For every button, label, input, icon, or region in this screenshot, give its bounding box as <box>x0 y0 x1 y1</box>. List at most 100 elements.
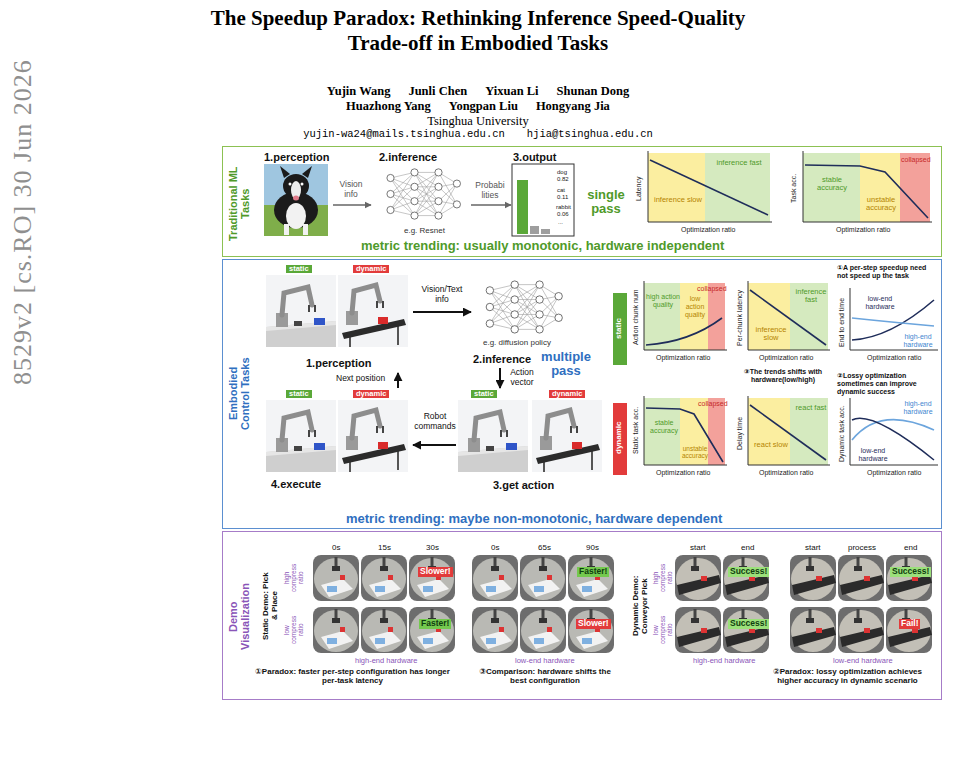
chunk-chart-text: Optimization ratio <box>656 354 710 362</box>
demo-frames <box>790 555 836 601</box>
chunk-chart-text: Action chunk num <box>632 286 640 349</box>
demo-grid-text: Success! <box>728 619 769 629</box>
action-panel-text: static <box>471 390 497 398</box>
chunk-chart-text: high action quality <box>646 293 680 309</box>
dog-photo <box>274 192 318 228</box>
author-name: Yongpan Liu <box>449 99 518 113</box>
chart-graphics <box>708 283 725 350</box>
demo-frames <box>409 555 455 601</box>
demo-grid-text: Slower! <box>576 619 611 629</box>
chart-graphics <box>750 405 826 460</box>
dynamic-acc-chart-text: high-end hardware <box>899 400 937 416</box>
affiliation: Tsinghua University <box>200 114 756 128</box>
time-chart-text: ①A per-step speedup need not speed up th… <box>837 264 939 280</box>
chart-graphics <box>900 153 930 222</box>
chart-graphics <box>790 283 828 350</box>
dog-photo <box>284 224 289 235</box>
demo-band-text: Demo Visualization <box>227 579 252 654</box>
robot-scenes <box>532 400 602 472</box>
chart-graphics <box>644 151 938 465</box>
time-chart-text: End to end time <box>838 293 846 351</box>
demo-grid-text: 90s <box>586 544 599 553</box>
demo-title-text: Static Demo: Pick & Place <box>262 571 280 641</box>
demo-grid: 0s15s30sSlower!Faster!high-end hardware <box>306 541 466 666</box>
flow-arrow <box>499 368 501 388</box>
latency-chart-text: Latency <box>635 161 643 216</box>
demo-frames <box>361 607 407 653</box>
probability-bars <box>541 229 550 234</box>
latency-chart-text: inference slow <box>653 196 703 204</box>
demo-grid-text: 15s <box>378 544 391 553</box>
edge-label: Vision/Text info <box>416 285 468 304</box>
author-name: Shunan Dong <box>557 84 630 98</box>
chunk-chart-text: low action quality <box>682 295 708 318</box>
demo-frames <box>675 555 721 601</box>
compress-label: low compress ratio <box>284 613 304 647</box>
ml-band-text: metric trending: usually monotonic, hard… <box>361 239 724 254</box>
robot-scenes <box>338 275 408 347</box>
email: hjia@tsinghua.edu.cn <box>527 129 653 141</box>
demo-frames <box>838 607 884 653</box>
author-name: Junli Chen <box>408 84 467 98</box>
demo-grid-text: start <box>690 544 706 553</box>
demo-grid-text: 65s <box>538 544 551 553</box>
chart-graphics <box>803 153 860 222</box>
demo-grid-text: start <box>805 544 821 553</box>
demo-frames <box>313 555 359 601</box>
chunk-chart: Action chunk num high action qualitylow a… <box>629 281 729 367</box>
probability-bars <box>517 180 528 234</box>
demo-grid-text: end <box>741 544 754 553</box>
demo-frames <box>790 607 836 653</box>
ml-band-text: Traditional ML Tasks <box>227 166 252 241</box>
demo-frames <box>675 607 721 653</box>
demo-grid-text: Faster! <box>577 567 609 577</box>
accuracy-chart-text: Optimization ratio <box>836 226 890 234</box>
pass-note: multiple pass <box>538 350 594 377</box>
chart-graphics <box>748 281 830 350</box>
demo-grid-text: 30s <box>426 544 439 553</box>
accuracy-chart-text: collapsed <box>901 156 931 164</box>
demo-title: Dynamic Demo: Conveyor Pick <box>631 561 651 651</box>
output-bars-text: 3.output <box>513 151 556 163</box>
execute-panel-text: 4.execute <box>271 478 321 490</box>
edge-label: Next position <box>336 374 385 384</box>
chart-graphics <box>708 398 725 465</box>
output-bars-text: ... <box>558 219 563 225</box>
demo-grid: startprocessendSuccess!Fail!low-end hard… <box>786 541 938 666</box>
network-icon <box>387 169 461 219</box>
chart-graphics <box>644 396 727 465</box>
delay-chart: Delay timereact slowreact fastOptimizati… <box>733 396 831 482</box>
action-panel: staticdynamic3.get action <box>456 388 606 501</box>
chart-graphics <box>805 165 928 218</box>
accuracy-chart-text: Task acc. <box>790 161 798 216</box>
demo-grid-text: Slower! <box>418 567 453 577</box>
edge-label: Robot commands <box>414 412 456 431</box>
chart-graphics <box>852 420 934 440</box>
edge-label: Action vector <box>505 368 539 387</box>
robot-scenes <box>266 275 602 472</box>
network-box-text: 2.inference <box>473 353 531 365</box>
network-box-text: 2.inference <box>379 151 437 163</box>
static-tag-text: static <box>615 299 624 359</box>
output-bars-text: dog <box>557 169 567 175</box>
time-chart: ①A per-step speedup need not speed up th… <box>835 263 941 366</box>
execute-panel-text: dynamic <box>353 390 389 398</box>
demo-frames <box>723 555 769 601</box>
dog-photo <box>264 164 328 236</box>
demo-title: Static Demo: Pick & Place <box>261 566 281 646</box>
latency-chart: Latencyinference slowinference fastOptim… <box>631 151 776 237</box>
probability-bars <box>512 164 574 236</box>
perception-panel: staticdynamic1.perception <box>263 263 413 373</box>
ml-band: Traditional ML Tasks metric trending: usu… <box>222 146 942 257</box>
compress-label: high compress ratio <box>284 561 304 595</box>
demo-frames <box>313 555 932 653</box>
accuracy-chart: Task acc.stable accuracyunstable accurac… <box>786 151 938 237</box>
demo-grid-text: 0s <box>332 544 340 553</box>
latency-chart-text: Optimization ratio <box>681 226 735 234</box>
flow-arrow <box>471 204 511 205</box>
static-acc-chart: Static task acc.stable accuracyunstable … <box>629 396 729 482</box>
email: yujin-wa24@mails.tsinghua.edu.cn <box>303 129 505 141</box>
demo-grid-text: Success! <box>728 567 769 577</box>
embodied-band-text: metric trending: maybe non-monotonic, ha… <box>346 512 722 527</box>
finding-caption: ③Comparison: hardware shifts the best co… <box>470 668 620 686</box>
